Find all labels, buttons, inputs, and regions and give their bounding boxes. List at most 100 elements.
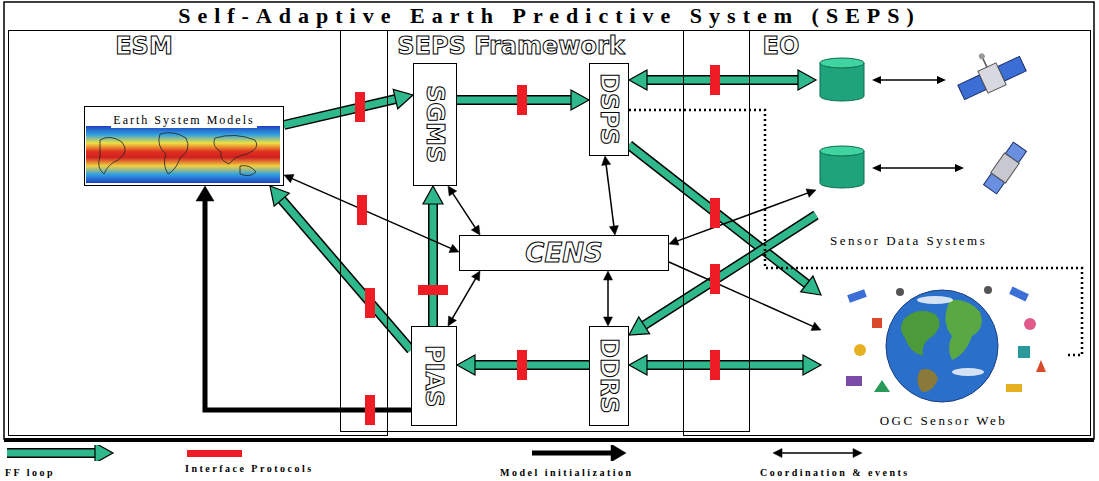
interface-protocol [710,350,720,380]
cloud [917,296,953,304]
arrow-head [448,186,457,196]
box-label: DDRS [595,338,623,414]
diagram-title: Self-Adaptive Earth Predictive System (S… [178,3,921,28]
legend-item: Coordination & events [760,445,1030,479]
coord-arrow [669,189,816,245]
cloud [952,368,984,376]
satellite-icon [983,142,1028,195]
arrow-shaft [606,163,614,228]
arrow-head [669,237,679,245]
coord-arrow [448,186,480,235]
group-label: OGC Sensor Web [878,413,1010,429]
interface-protocol [517,85,527,115]
sensor-data-illustration [820,39,1028,194]
process-box: SGMS [413,63,457,186]
satellite-icon [950,39,1028,103]
box-label: CENS [525,238,602,268]
arrow-outline [428,202,438,326]
system-group: Sensor Data Systems [816,39,1076,251]
system-group: OGC Sensor Web [821,281,1066,431]
map-coast [159,133,188,174]
process-box: PIAS [411,326,457,426]
coord-arrow [448,271,480,326]
arrow-shaft [629,110,1082,355]
arrow-head [602,156,611,165]
interface-protocol [418,285,448,295]
arrow-head [629,317,650,335]
arrow-head [611,445,626,461]
arrow-head [609,226,618,235]
region-heading: ESM [115,33,173,59]
arrow-shaft [532,451,613,456]
arrow-shaft [669,262,815,327]
legend-label: Model initialization [500,466,770,479]
outer-frame [4,2,1094,440]
region-heading: EO [763,33,800,59]
arrow-shaft [205,199,411,410]
arrow-head [773,449,782,458]
legend-sample [532,445,626,461]
globe [886,290,998,402]
arrow-shaft [473,362,589,369]
arrow-shaft [290,178,452,249]
arrow-head [853,449,862,458]
box-label: SGMS [421,85,449,163]
region-panel: ESM Earth System Models [8,30,388,436]
interface-protocol [517,350,527,380]
arrow-head [806,189,816,197]
continent [901,311,940,356]
arrow-head [803,355,821,375]
interface-protocol [365,395,375,425]
interface-protocol [355,65,720,425]
arrow-shaft [607,278,609,319]
arrow-head [448,316,456,326]
arrow-head [604,271,613,280]
ff-arrow [284,89,413,125]
arrow-outline [645,360,805,370]
arrow-head [604,317,613,326]
arrow-shaft [7,450,97,457]
ff-arrow [423,186,443,326]
arrow-shaft [280,198,411,350]
legend-sample [530,445,642,461]
interface-protocol [710,264,720,294]
arrow-shaft [452,192,476,229]
region-heading: SEPS Framework [397,33,625,59]
coord-arrow [669,262,821,330]
coord-arrow [284,175,459,253]
group-label: Sensor Data Systems [828,233,989,249]
climate-map [86,126,280,183]
arrow-head [457,355,475,375]
ff-arrow [629,70,816,90]
arrow-outline [7,448,97,458]
map-coast [214,135,257,164]
arrow-head [801,276,821,295]
arrow-head [629,70,647,90]
arrow-head [393,89,413,108]
process-box: DDRS [589,326,629,426]
arrow-head [811,322,821,330]
arrow-outline [280,198,411,350]
legend-swatch [187,450,242,457]
arrow-outline [457,95,573,105]
arrow-head [629,355,647,375]
arrow-shaft [452,277,477,320]
arrow-shaft [676,192,810,241]
arrow-head [284,175,294,183]
process-box: CENS [459,235,669,271]
coord-arrow [602,156,619,235]
box-label: Earth System Models [111,113,256,128]
legend-label: Interface Protocols [185,462,455,475]
arrow-outline [473,360,589,370]
arrow-head [270,186,289,206]
data-store [820,146,864,188]
interface-protocol [365,288,375,318]
ff-arrow [629,215,816,335]
legend-sample [5,445,117,461]
model-box: Earth System Models [84,106,284,186]
arrow-shaft [457,97,573,104]
interface-protocol [710,198,720,228]
interface-protocol [355,92,365,122]
region-panel: SEPS FrameworkSGMSDSPSCENSPIASDDRS [340,30,750,432]
arrow-head [471,225,480,235]
